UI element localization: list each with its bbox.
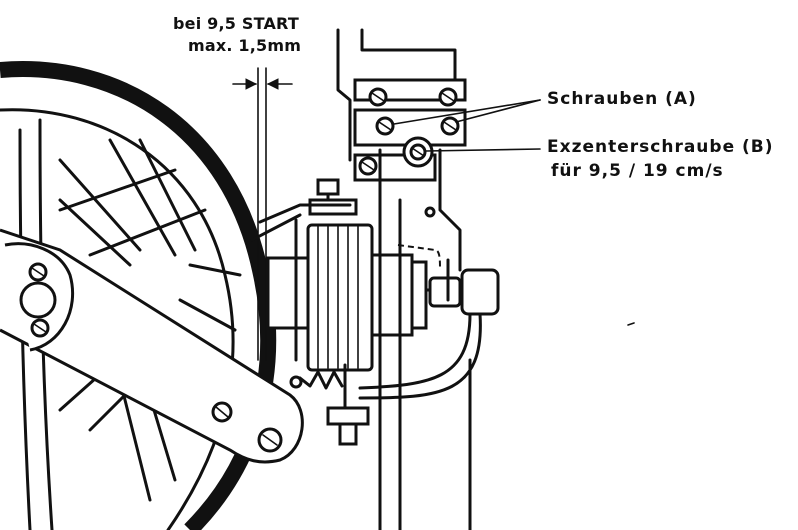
lever-arm: [0, 228, 304, 464]
label-speed-note: für 9,5 / 19 cm/s: [551, 161, 724, 181]
label-max-gap: max. 1,5mm: [188, 36, 302, 55]
bracket-frame: [336, 28, 472, 530]
gap-dimension: [232, 67, 293, 361]
label-start-speed: bei 9,5 START: [173, 14, 299, 33]
label-eccentric-screw-b: Exzenterschraube (B): [547, 137, 774, 157]
leader-lines: [393, 99, 541, 152]
stray-mark: [627, 322, 635, 326]
pinch-roller: [250, 178, 500, 446]
label-screws-a: Schrauben (A): [547, 89, 697, 109]
flywheel: [0, 61, 277, 530]
